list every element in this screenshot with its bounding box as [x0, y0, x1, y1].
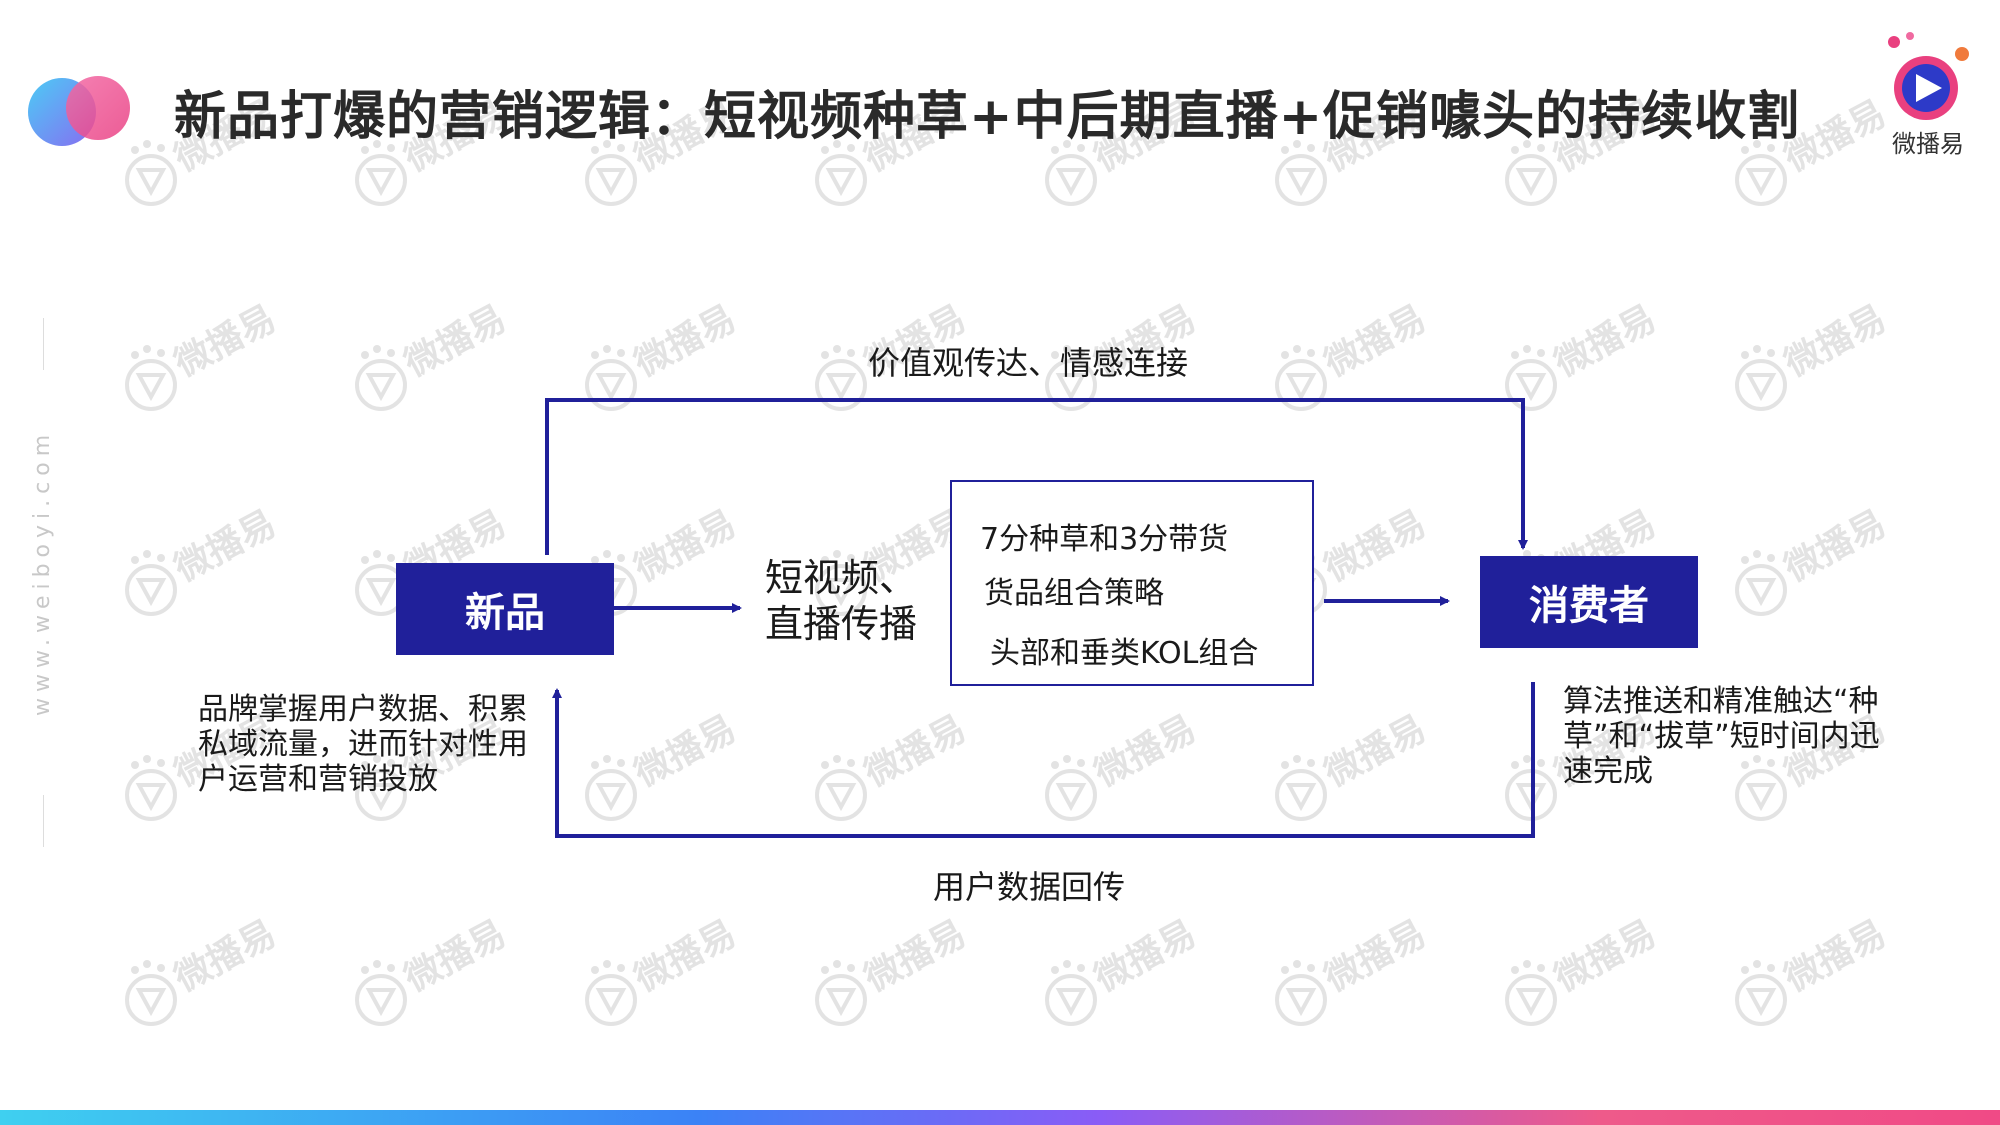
bottom-flow-label: 用户数据回传: [933, 868, 1126, 906]
strategy-item: 7分种草和3分带货: [980, 522, 1229, 557]
brand-logo-text: 微播易: [1892, 130, 1964, 158]
side-divider-bottom: [43, 795, 44, 847]
brand-logo-icon: [1888, 32, 1969, 120]
bottom-gradient-bar: [0, 1110, 2000, 1125]
strategy-item: 货品组合策略: [984, 576, 1164, 611]
bottom-flow-arrow: [552, 682, 1535, 838]
decorative-circles-icon: [28, 76, 130, 146]
page-title: 新品打爆的营销逻辑：短视频种草+中后期直播+促销噱头的持续收割: [174, 87, 1801, 147]
strategy-box: 7分种草和3分带货 货品组合策略 头部和垂类KOL组合: [950, 480, 1314, 686]
strategy-item: 头部和垂类KOL组合: [990, 636, 1259, 671]
right-note: 算法推送和精准触达“种草”和“拔草”短时间内迅速完成: [1563, 684, 1880, 789]
node-consumer: 消费者: [1480, 556, 1698, 648]
side-divider-top: [43, 318, 44, 370]
left-note: 品牌掌握用户数据、积累私域流量，进而针对性用户运营和营销投放: [198, 692, 528, 797]
top-flow-arrow: [545, 398, 1528, 555]
channel-label: 短视频、 直播传播: [765, 556, 918, 646]
top-flow-label: 价值观传达、情感连接: [868, 344, 1189, 382]
node-new-product: 新品: [396, 563, 614, 655]
